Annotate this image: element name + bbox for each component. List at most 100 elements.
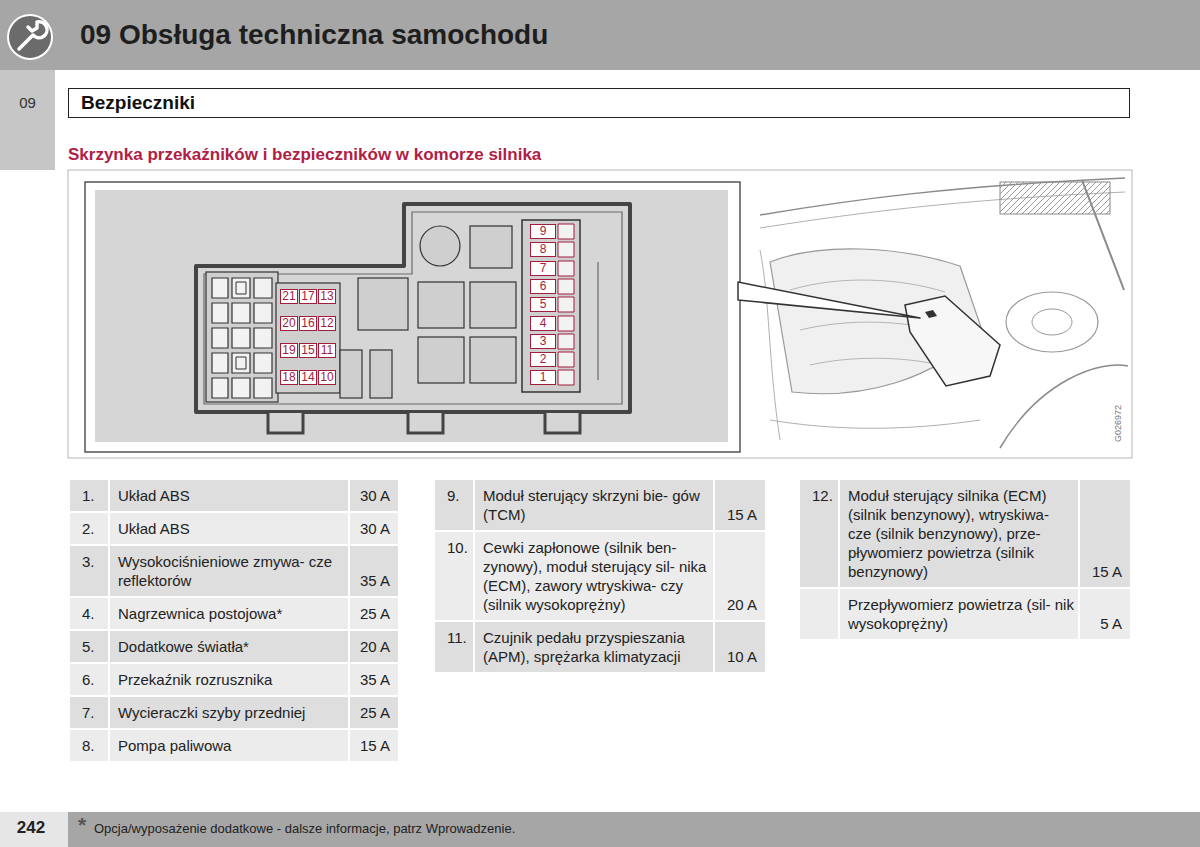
fuse-number: 1 — [530, 370, 556, 385]
amperage-cell-text: 10 A — [727, 647, 757, 666]
table-row: 1.Układ ABS30 A — [70, 480, 398, 511]
amperage-cell-text: 15 A — [1092, 562, 1122, 581]
detail-ground — [95, 190, 728, 442]
table-row: 9.Moduł sterujący skrzyni bie- gów (TCM)… — [435, 480, 765, 530]
circuit-cell: Przekaźnik rozrusznika — [110, 664, 348, 695]
relay — [470, 226, 512, 268]
fuse-number-cell — [800, 589, 838, 639]
service-icon — [8, 15, 52, 59]
relay — [418, 337, 464, 383]
fuse-number-cell: 2. — [70, 513, 108, 544]
table-row: 3.Wysokociśnieniowe zmywa- cze reflektor… — [70, 546, 398, 596]
amperage-cell: 5 A — [1080, 589, 1130, 639]
header-band — [0, 0, 1200, 70]
fuse-number: 3 — [530, 334, 556, 349]
connector-slot — [236, 282, 246, 369]
fuse-number-cell-text: 5. — [82, 638, 95, 655]
wheel-arch — [1000, 365, 1128, 448]
fuse-table: 1.Układ ABS30 A2.Układ ABS30 A3.Wysokoci… — [70, 480, 398, 761]
fusebox-mark — [925, 310, 937, 318]
circuit-cell: Dodatkowe światła* — [110, 631, 348, 662]
table-row: 2.Układ ABS30 A — [70, 513, 398, 544]
fuse-number-cell-text: 7. — [82, 704, 95, 721]
connector-slot — [212, 278, 272, 398]
footer-corner — [0, 812, 68, 847]
hood-edge — [760, 178, 1125, 215]
fuse-number-cell: 11. — [435, 622, 473, 672]
fuse-number: 8 — [530, 242, 556, 257]
amperage-cell: 25 A — [350, 598, 398, 629]
fuse-number-cell: 7. — [70, 697, 108, 728]
fusebox-cover — [905, 296, 1000, 386]
fuse-number-cell-text: 4. — [82, 605, 95, 622]
fuse-number-cell: 8. — [70, 730, 108, 761]
table-row: 5. Dodatkowe światła*20 A — [70, 631, 398, 662]
table-row: 10.Cewki zapłonowe (silnik ben- zynowy),… — [435, 532, 765, 620]
fuse-number-cell-text: 2. — [82, 520, 95, 537]
circuit-cell: Cewki zapłonowe (silnik ben- zynowy), mo… — [475, 532, 713, 620]
amperage-cell-text: 20 A — [727, 595, 757, 614]
fuse-table: 12.Moduł sterujący silnika (ECM) (silnik… — [800, 480, 1130, 639]
fusebox-outline — [196, 204, 630, 412]
fuse-number-cell: 3. — [70, 546, 108, 596]
circuit-cell-text: Cewki zapłonowe (silnik ben- zynowy), mo… — [483, 539, 706, 613]
circuit-cell: Układ ABS — [110, 480, 348, 511]
fuse-number: 11 — [318, 343, 336, 358]
amperage-cell: 10 A — [715, 622, 765, 672]
fuse-table: 9.Moduł sterujący skrzyni bie- gów (TCM)… — [435, 480, 765, 672]
table-row: Przepływomierz powietrza (sil- nik wysok… — [800, 589, 1130, 639]
figure-frame — [68, 170, 1132, 458]
fuse-slot — [558, 224, 574, 385]
fuse-column — [522, 220, 580, 392]
relay — [358, 278, 408, 330]
amperage-cell-text: 35 A — [360, 670, 390, 689]
amperage-cell-text: 15 A — [360, 736, 390, 755]
circuit-cell: Czujnik pedału przyspieszania (APM), spr… — [475, 622, 713, 672]
fuse-number: 10 — [318, 370, 336, 385]
fuse-number: 15 — [299, 343, 317, 358]
amperage-cell-text: 25 A — [360, 703, 390, 722]
amperage-cell: 20 A — [350, 631, 398, 662]
table-row: 8. Pompa paliwowa 15 A — [70, 730, 398, 761]
wrench-symbol — [19, 22, 47, 49]
footnote-mark: * — [78, 813, 86, 837]
circuit-cell: Wycieraczki szyby przedniej — [110, 697, 348, 728]
amperage-cell: 35 A — [350, 546, 398, 596]
amperage-cell-text: 25 A — [360, 604, 390, 623]
figure-id: G026972 — [1113, 405, 1123, 442]
circuit-cell-text: Przepływomierz powietrza (sil- nik wysok… — [848, 596, 1074, 632]
connector-block — [206, 272, 278, 402]
circuit-cell-text: Pompa paliwowa — [118, 737, 231, 754]
circuit-cell-text: Czujnik pedału przyspieszania (APM), spr… — [483, 629, 685, 665]
fuse-number-cell-text: 6. — [82, 671, 95, 688]
fuse-number: 2 — [530, 352, 556, 367]
mounting-tab — [268, 413, 580, 433]
fuse-number-cell: 5. — [70, 631, 108, 662]
table-row: 4.Nagrzewnica postojowa*25 A — [70, 598, 398, 629]
amperage-cell: 20 A — [715, 532, 765, 620]
strut-tower — [1006, 292, 1098, 352]
circuit-cell: Układ ABS — [110, 513, 348, 544]
amperage-cell: 25 A — [350, 697, 398, 728]
fuse-number: 19 — [280, 343, 298, 358]
fuse-number: 20 — [280, 316, 298, 331]
page-number: 242 — [0, 818, 62, 838]
fuse-number: 4 — [530, 316, 556, 331]
fuse-number: 5 — [530, 297, 556, 312]
small-relay — [370, 350, 392, 398]
fuse-number-cell-text: 11. — [447, 629, 467, 646]
fuse-number: 14 — [299, 370, 317, 385]
relay — [418, 282, 464, 328]
fuse-number-cell: 4. — [70, 598, 108, 629]
circuit-cell: Pompa paliwowa — [110, 730, 348, 761]
strut-tower — [1032, 309, 1072, 335]
fusebox-inner-line — [597, 262, 598, 380]
amperage-cell: 15 A — [715, 480, 765, 530]
fuse-number-cell-text: 8. — [82, 737, 95, 754]
fuse-number-cell: 6. — [70, 664, 108, 695]
fuse-number-cell: 12. — [800, 480, 838, 587]
table-row: 11. Czujnik pedału przyspieszania (APM), … — [435, 622, 765, 672]
round-relay — [420, 226, 460, 266]
fuse-number-cell: 9. — [435, 480, 473, 530]
